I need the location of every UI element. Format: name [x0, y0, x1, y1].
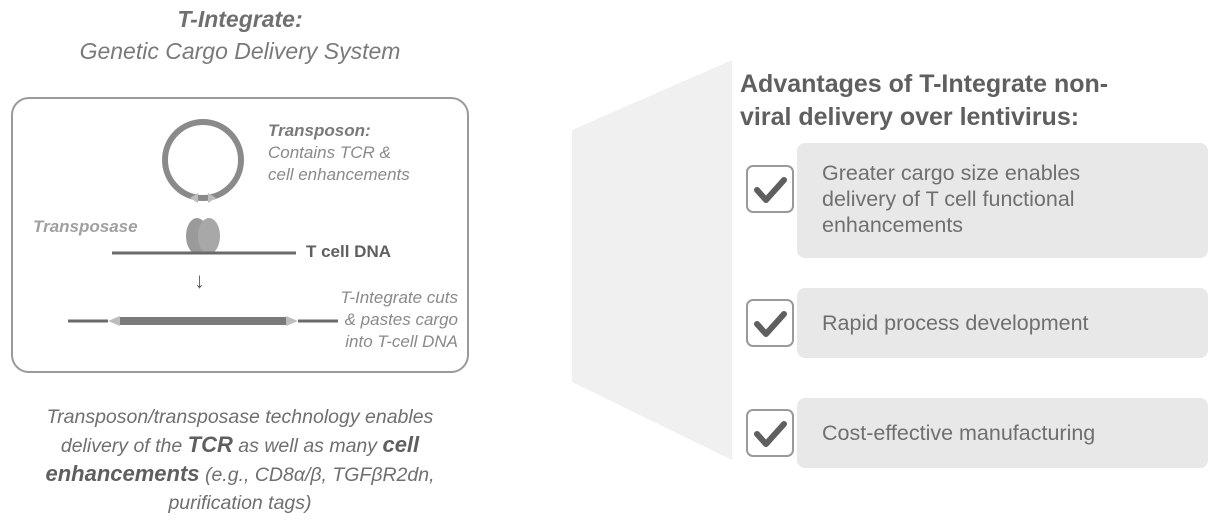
caption-text-2b: as well as many [232, 435, 383, 457]
diagram-box [11, 97, 469, 373]
cut-paste-line-1: T-Integrate cuts [340, 288, 459, 307]
advantage-1-line-3: enhancements [822, 213, 964, 237]
advantage-1-line-2: delivery of T cell functional [822, 187, 1075, 211]
cut-paste-line-2: & pastes cargo [344, 310, 458, 329]
advantages-title-line-2: viral delivery over lentivirus: [740, 103, 1080, 131]
cut-paste-line-3: into T-cell DNA [345, 332, 458, 351]
transposon-title: Transposon: [268, 121, 371, 140]
plasmid-arrow-left [190, 193, 198, 203]
transposon-desc-1: Contains TCR & [268, 143, 391, 162]
advantages-title-line-1: Advantages of T-Integrate non- [740, 70, 1109, 98]
advantage-card-3 [797, 398, 1208, 468]
check-box-1 [746, 165, 794, 213]
caption-enhancements: enhancements [45, 461, 200, 486]
caption-line-1: Transposon/transposase technology enable… [46, 406, 434, 428]
transposon-label-block: Transposon: Contains TCR & cell enhancem… [268, 120, 458, 186]
technology-caption: Transposon/transposase technology enable… [0, 403, 480, 517]
diagram-title: T-Integrate: [177, 6, 303, 32]
transposase-label: Transposase [33, 217, 138, 236]
transposon-plasmid [162, 119, 244, 201]
cargo-arrow-right [286, 316, 298, 326]
down-arrow-icon: ↓ [194, 268, 205, 293]
cargo-arrow-left [108, 316, 120, 326]
transposon-diagram [68, 119, 338, 326]
tcell-dna-label: T cell DNA [306, 242, 392, 261]
caption-text-2a: delivery of the [60, 435, 188, 457]
checkmark-icon [754, 177, 787, 203]
diagram-subtitle: Genetic Cargo Delivery System [79, 38, 401, 64]
caption-tcr: TCR [187, 432, 233, 457]
advantage-card-2 [797, 288, 1208, 358]
callout-funnel [572, 60, 732, 460]
transposase-right [198, 218, 220, 254]
caption-line-3: enhancements (e.g., CD8α/β, TGFβR2dn, [0, 460, 480, 489]
advantage-text-3: Cost-effective manufacturing [822, 421, 1096, 445]
advantage-card-1 [797, 143, 1208, 258]
caption-text-3: (e.g., CD8α/β, TGFβR2dn, [199, 464, 435, 486]
checkmark-icon [754, 421, 787, 447]
transposon-desc-2: cell enhancements [268, 165, 410, 184]
caption-line-4: purification tags) [168, 492, 312, 514]
caption-line-2: delivery of the TCR as well as many cell [0, 431, 480, 460]
integrated-cargo [120, 317, 286, 325]
advantage-1-line-1: Greater cargo size enables [822, 161, 1081, 185]
plasmid-arrow-right [208, 193, 216, 203]
checkmark-icon [754, 311, 787, 337]
check-box-2 [746, 299, 794, 347]
caption-cell: cell [382, 432, 420, 457]
cut-paste-label: T-Integrate cuts & pastes cargo into T-c… [290, 287, 459, 353]
advantage-text-2: Rapid process development [822, 311, 1089, 335]
advantage-text-1: Greater cargo size enables delivery of T… [822, 160, 1202, 238]
check-box-3 [746, 409, 794, 457]
advantages-title: Advantages of T-Integrate non- viral del… [740, 68, 1200, 134]
